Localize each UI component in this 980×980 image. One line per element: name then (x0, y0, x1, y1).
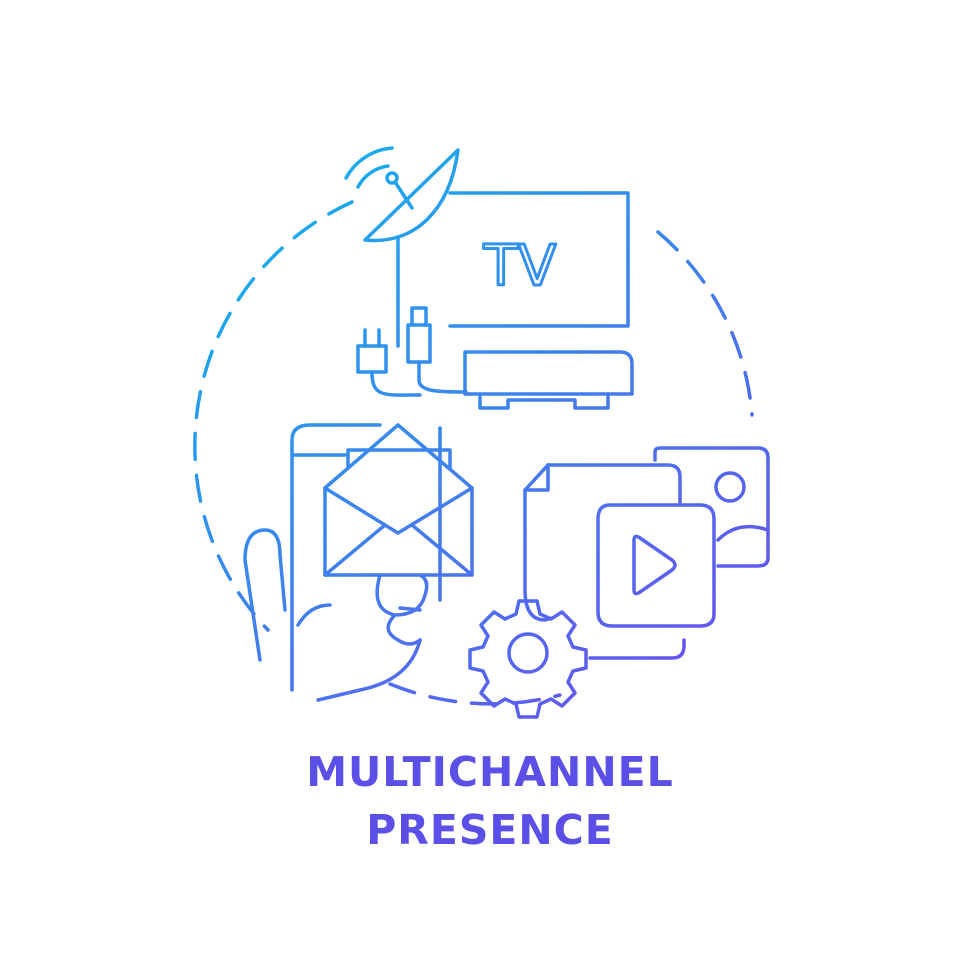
set-top-box-icon (463, 350, 634, 410)
tv-label: TV (483, 234, 557, 299)
tv-icon: TV (448, 191, 630, 328)
caption-line-1: MULTICHANNEL (306, 748, 674, 796)
document-icon (523, 463, 686, 660)
envelope-icon (323, 423, 474, 577)
hand-icon (243, 528, 429, 702)
gear-icon (468, 599, 588, 719)
tablet-icon (290, 423, 442, 692)
satellite-dish-icon (344, 146, 460, 332)
plug-icon (356, 306, 468, 397)
video-play-icon (596, 503, 716, 628)
dashed-circle (193, 200, 754, 706)
image-icon (653, 446, 770, 568)
caption-line-2: PRESENCE (366, 806, 614, 854)
